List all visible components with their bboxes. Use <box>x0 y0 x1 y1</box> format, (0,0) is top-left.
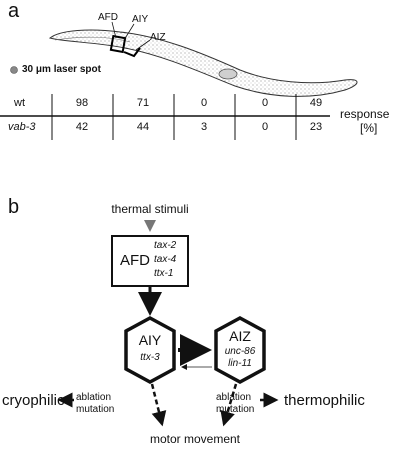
afd-gene-tax-2: tax-2 <box>154 240 177 251</box>
aiz-hexagon <box>214 316 266 384</box>
table-cell: 0 <box>261 121 269 133</box>
aiz-gene-lin-11: lin-11 <box>228 358 252 369</box>
aiz-region <box>123 47 141 58</box>
worm-gonad <box>218 68 238 80</box>
aiy-name: AIY <box>138 332 162 348</box>
table-cell: 98 <box>75 97 89 109</box>
response-label: response <box>340 107 390 121</box>
table-cell: 71 <box>136 97 150 109</box>
worm-body <box>48 29 358 97</box>
row-header-wt: wt <box>14 97 25 109</box>
aiz-neuron-label: AIZ <box>150 32 166 43</box>
cryophilic-label: cryophilic <box>2 392 65 409</box>
left-ablation-label: ablation <box>76 392 112 403</box>
motor-movement-label: motor movement <box>149 432 241 446</box>
thermophilic-label: thermophilic <box>284 392 365 409</box>
aiz-name: AIZ <box>229 328 251 344</box>
afd-name: AFD <box>120 252 150 269</box>
right-ablation-label: ablation <box>216 392 252 403</box>
aiy-neuron-label: AIY <box>132 14 149 25</box>
right-mutation-label: mutation <box>216 404 255 415</box>
row-header-vab-3: vab-3 <box>8 121 36 133</box>
aiz-gene-unc-86: unc-86 <box>224 346 256 357</box>
table-cell: 0 <box>200 97 208 109</box>
afd-box <box>111 235 189 287</box>
aiy-hexagon <box>124 316 176 384</box>
table-cell: 23 <box>309 121 323 133</box>
response-unit-label: [%] <box>360 121 378 135</box>
table-cell: 42 <box>75 121 89 133</box>
afd-gene-tax-4: tax-4 <box>154 254 177 265</box>
panel-a-label: a <box>8 0 20 22</box>
stimulus-arrowhead <box>144 220 156 232</box>
table-cell: 0 <box>261 97 269 109</box>
afd-gene-ttx-1: ttx-1 <box>154 268 174 279</box>
panel-b-label: b <box>8 196 20 218</box>
table-cell: 44 <box>136 121 150 133</box>
table-cell: 49 <box>309 97 323 109</box>
aiy-gene-ttx-3: ttx-3 <box>140 352 160 363</box>
afd-neuron-label: AFD <box>98 12 118 23</box>
afd-region <box>109 34 127 54</box>
stimulus-label: thermal stimuli <box>111 202 189 216</box>
laser-spot-legend: 30 μm laser spot <box>22 64 101 75</box>
table-cell: 3 <box>200 121 208 133</box>
left-mutation-label: mutation <box>76 404 115 415</box>
laser-spot-icon <box>10 66 18 74</box>
